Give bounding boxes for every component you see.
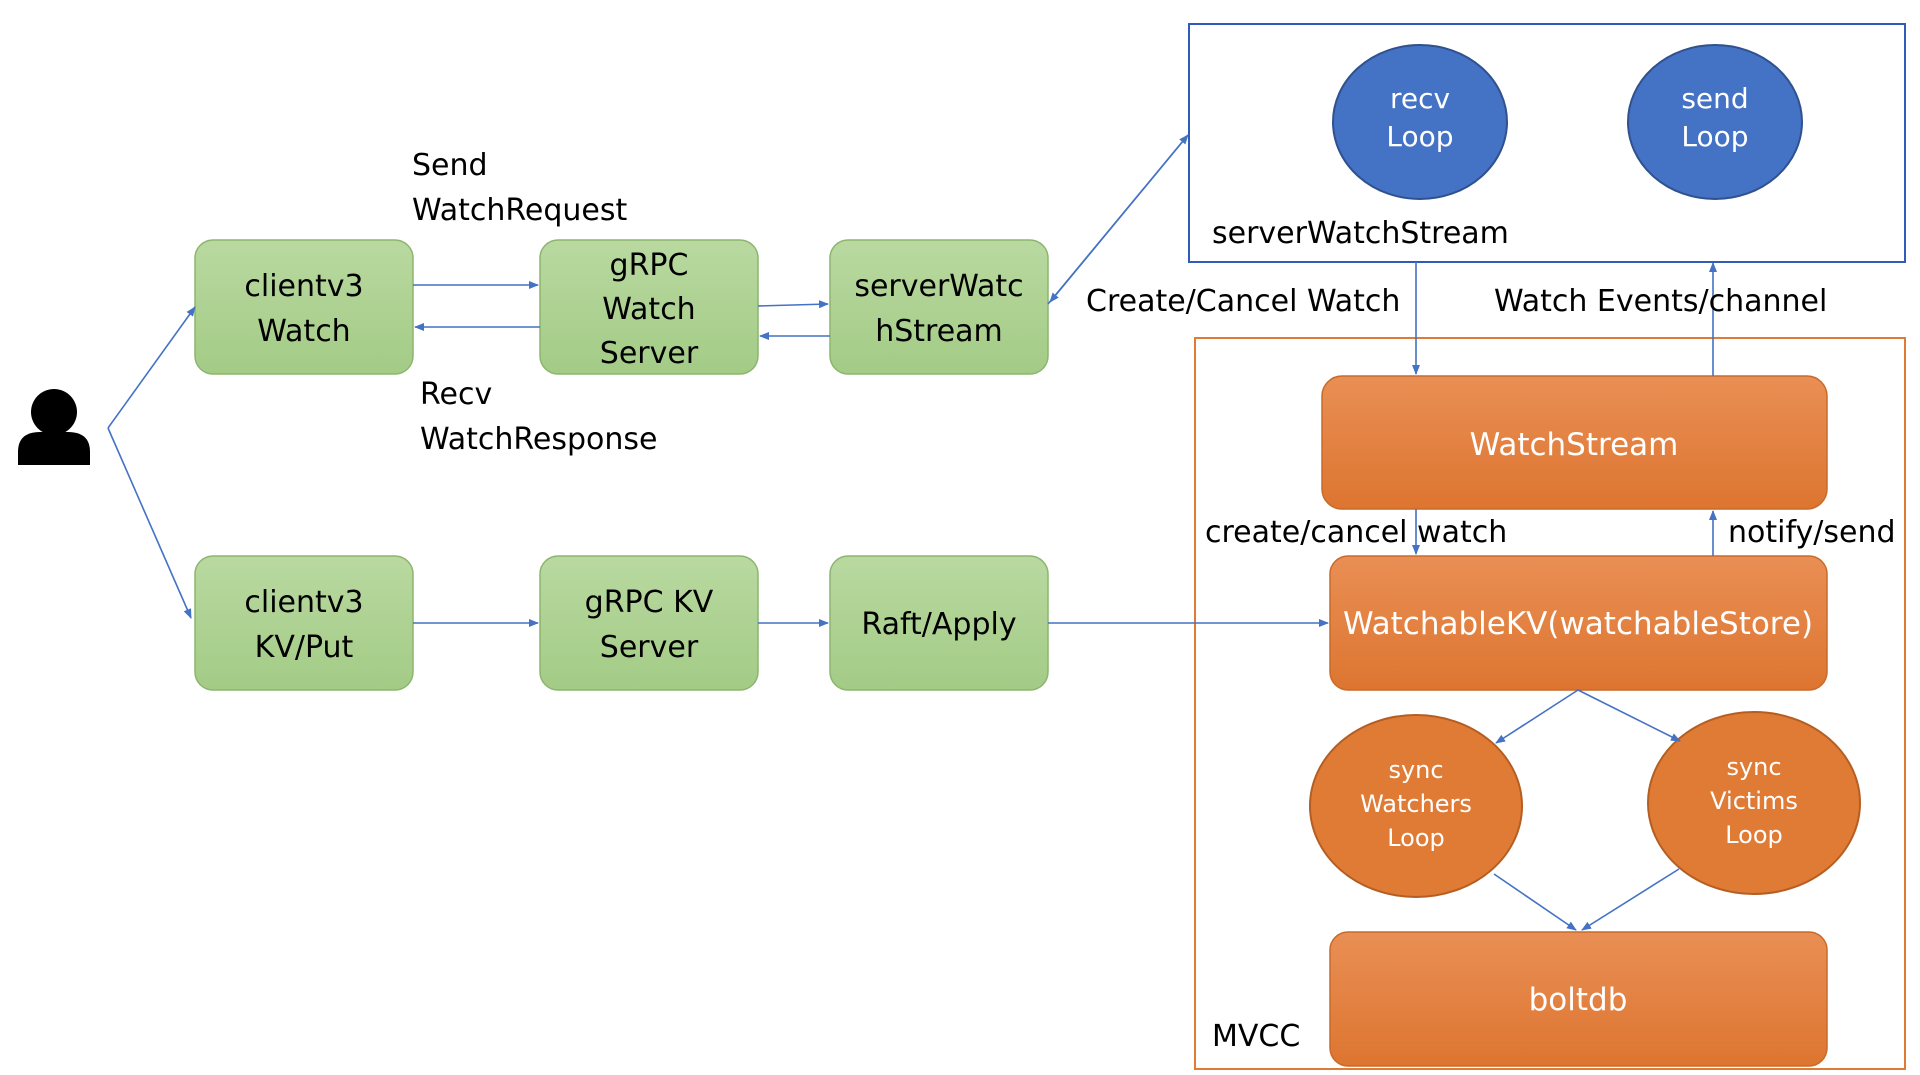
arrow-panel-to-server-stream <box>1049 134 1189 303</box>
clientv3-watch-line-1: clientv3 <box>244 269 363 304</box>
grpc-watch-server-line-2: Watch <box>602 292 695 327</box>
recv-loop-circle: recv Loop <box>1332 44 1508 200</box>
grpc-watch-server-line-1: gRPC <box>610 248 689 283</box>
grpc-kv-server-box: gRPC KV Server <box>539 555 759 691</box>
arrow-watchable-kv-to-sync-watchers <box>1495 689 1579 744</box>
boltdb-box: boltdb <box>1329 931 1828 1067</box>
arrow-sync-watchers-to-boltdb <box>1493 873 1577 931</box>
sync-watchers-line-2: Watchers <box>1360 790 1472 818</box>
watchable-kv-label: WatchableKV(watchableStore) <box>1343 606 1813 642</box>
arrow-user-to-clientv3-watch <box>107 306 196 429</box>
arrow-grpc-to-server-stream <box>757 300 829 309</box>
send-watch-request-label-1: Send <box>412 148 488 183</box>
server-watch-stream-box: serverWatc hStream <box>829 239 1049 375</box>
recv-loop-line-2: Loop <box>1386 120 1453 153</box>
clientv3-kv-put-line-2: KV/Put <box>255 630 354 665</box>
mvcc-panel <box>1194 337 1906 1070</box>
mvcc-panel-title: MVCC <box>1212 1019 1300 1054</box>
clientv3-kv-put-line-1: clientv3 <box>244 585 363 620</box>
watch-events-channel-label: Watch Events/channel <box>1494 284 1827 319</box>
clientv3-watch-box: clientv3 Watch <box>194 239 414 375</box>
create-cancel-watch-lower-label: create/cancel watch <box>1205 515 1507 550</box>
send-watch-request-label-2: WatchRequest <box>412 193 627 228</box>
notify-send-label: notify/send <box>1728 515 1896 550</box>
raft-apply-label: Raft/Apply <box>861 607 1016 642</box>
server-watch-stream-panel-title: serverWatchStream <box>1212 216 1509 251</box>
send-loop-line-1: send <box>1681 82 1748 115</box>
watch-stream-box: WatchStream <box>1321 375 1828 510</box>
recv-watch-response-label-2: WatchResponse <box>420 422 657 457</box>
boltdb-label: boltdb <box>1529 982 1628 1018</box>
arrow-watchable-kv-to-sync-victims <box>1577 689 1681 742</box>
create-cancel-watch-upper-label: Create/Cancel Watch <box>1086 284 1400 319</box>
server-watch-stream-line-2: hStream <box>875 314 1003 349</box>
send-loop-line-2: Loop <box>1681 120 1748 153</box>
sync-watchers-line-1: sync <box>1388 756 1443 784</box>
sync-victims-loop-circle: sync Victims Loop <box>1647 711 1861 895</box>
send-loop-circle: send Loop <box>1627 44 1803 200</box>
grpc-kv-server-line-1: gRPC KV <box>585 585 714 620</box>
server-watch-stream-line-1: serverWatc <box>854 269 1023 304</box>
watchable-kv-box: WatchableKV(watchableStore) <box>1329 555 1828 691</box>
clientv3-watch-line-2: Watch <box>257 314 350 349</box>
grpc-watch-server-box: gRPC Watch Server <box>539 239 759 375</box>
clientv3-kv-put-box: clientv3 KV/Put <box>194 555 414 691</box>
recv-watch-response-label-1: Recv <box>420 377 492 412</box>
sync-victims-line-3: Loop <box>1725 821 1783 849</box>
grpc-kv-server-line-2: Server <box>600 630 699 665</box>
sync-victims-line-2: Victims <box>1710 787 1798 815</box>
recv-loop-line-1: recv <box>1390 82 1450 115</box>
person-icon <box>18 389 90 465</box>
sync-watchers-loop-circle: sync Watchers Loop <box>1309 714 1523 898</box>
sync-watchers-line-3: Loop <box>1387 824 1445 852</box>
raft-apply-box: Raft/Apply <box>829 555 1049 691</box>
arrow-user-to-clientv3-kv <box>107 427 192 619</box>
sync-victims-line-1: sync <box>1726 753 1781 781</box>
arrow-sync-victims-to-boltdb <box>1581 868 1680 931</box>
server-watch-stream-panel <box>1188 23 1906 263</box>
watch-stream-label: WatchStream <box>1470 427 1679 463</box>
grpc-watch-server-line-3: Server <box>600 336 699 371</box>
